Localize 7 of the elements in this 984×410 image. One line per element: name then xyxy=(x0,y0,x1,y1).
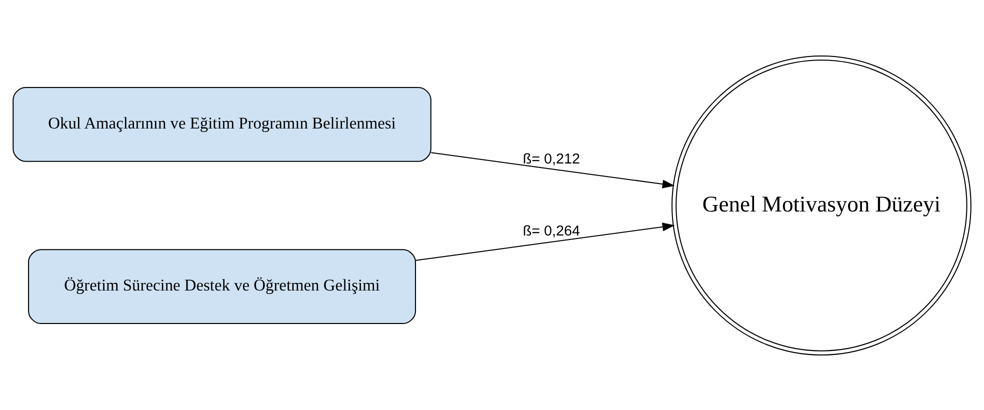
edge-label: ß= 0,212 xyxy=(522,151,580,168)
node-box: Okul Amaçlarının ve Eğitim Programın Belirlenmesi xyxy=(12,86,432,162)
arrow xyxy=(431,152,675,188)
edge-label: ß= 0,264 xyxy=(522,222,580,239)
node-box: Öğretim Sürecine Destek ve Öğretmen Gelişimi xyxy=(28,248,416,324)
node-circle: Genel Motivasyon Düzeyi xyxy=(671,55,972,355)
arrow xyxy=(416,222,675,260)
